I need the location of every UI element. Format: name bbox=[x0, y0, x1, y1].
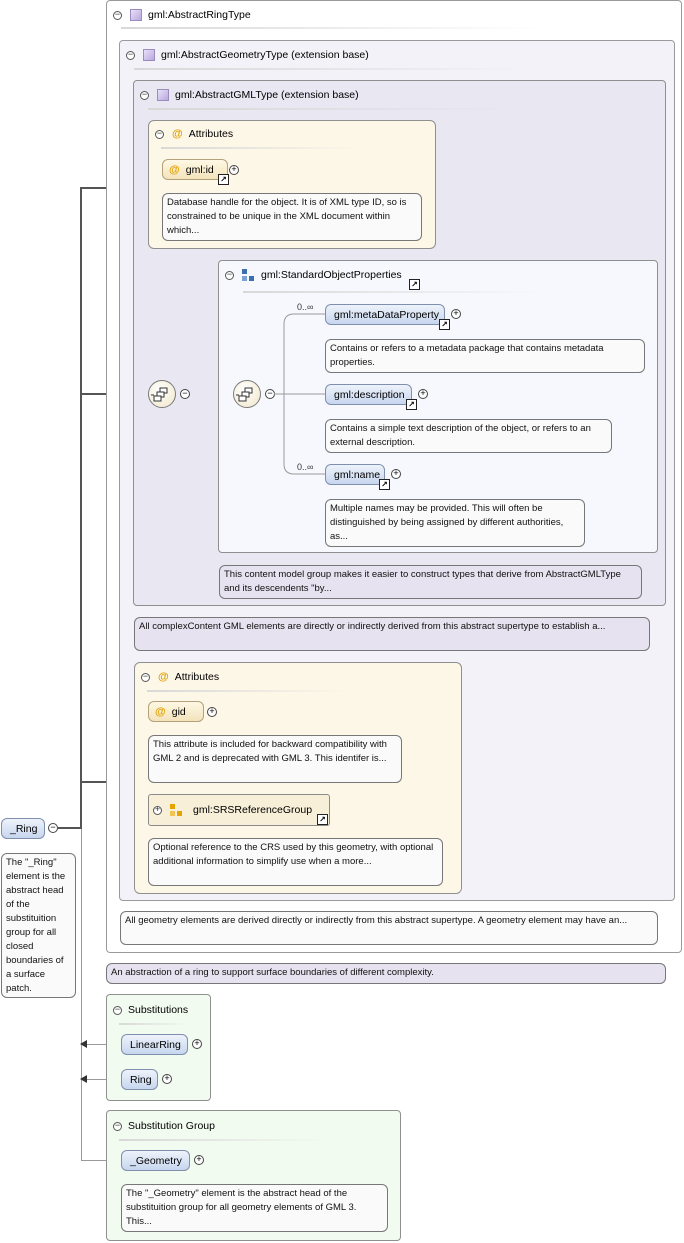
abstract-gml-type-header: − gml:AbstractGMLType (extension base) bbox=[140, 87, 359, 103]
sequence-outer-toggle[interactable]: − bbox=[180, 389, 190, 399]
cardinality-name: 0..∞ bbox=[297, 462, 314, 472]
element-geometry[interactable]: _Geometry bbox=[121, 1150, 190, 1171]
abstract-geometry-type-documentation: All geometry elements are derived direct… bbox=[120, 911, 658, 945]
attribute-group-icon bbox=[170, 803, 183, 817]
element-linearring[interactable]: LinearRing bbox=[121, 1034, 188, 1055]
sequence-symbol-icon bbox=[151, 387, 168, 402]
abstract-gml-type-title: gml:AbstractGMLType (extension base) bbox=[175, 89, 359, 101]
expand-ring[interactable]: + bbox=[162, 1074, 172, 1084]
srs-reference-documentation: Optional reference to the CRS used by th… bbox=[148, 838, 443, 886]
description-documentation: Contains a simple text description of th… bbox=[325, 419, 612, 453]
attribute-group-srs-reference[interactable]: + gml:SRSReferenceGroup bbox=[148, 794, 330, 826]
complex-type-icon bbox=[157, 89, 169, 101]
attributes2-title: Attributes bbox=[174, 671, 220, 683]
connector-root-vertical bbox=[80, 188, 82, 829]
element-metadata-property[interactable]: gml:metaDataProperty bbox=[325, 304, 445, 325]
sequence-symbol-icon bbox=[236, 387, 253, 402]
reference-arrow-icon: ↗ bbox=[409, 279, 420, 290]
complex-type-icon bbox=[143, 49, 155, 61]
gml-type-collapse-toggle[interactable]: − bbox=[140, 89, 149, 100]
connector-to-ring bbox=[86, 1079, 120, 1080]
substitution-group-collapse-toggle[interactable]: − bbox=[113, 1120, 122, 1131]
substitutions-header: − Substitutions bbox=[113, 1002, 188, 1018]
sequence-icon-inner[interactable] bbox=[233, 380, 261, 408]
cardinality-metadata: 0..∞ bbox=[297, 302, 314, 312]
element-name[interactable]: gml:name bbox=[325, 464, 385, 485]
substitutions-title: Substitutions bbox=[128, 1004, 189, 1016]
substitutions-collapse-toggle[interactable]: − bbox=[113, 1004, 122, 1015]
abstract-geometry-type-header: − gml:AbstractGeometryType (extension ba… bbox=[126, 47, 369, 63]
connector-root-horizontal bbox=[58, 827, 82, 829]
sequence-icon-outer[interactable] bbox=[148, 380, 176, 408]
name-documentation: Multiple names may be provided. This wil… bbox=[325, 499, 585, 547]
root-collapse-toggle[interactable]: − bbox=[48, 823, 58, 833]
abstract-ring-type-header: − gml:AbstractRingType bbox=[113, 7, 251, 23]
gml-id-documentation: Database handle for the object. It is of… bbox=[162, 193, 422, 241]
ring-type-collapse-toggle[interactable]: − bbox=[113, 9, 122, 20]
connector-subst-vertical bbox=[81, 829, 82, 1160]
arrowhead-ring bbox=[80, 1075, 87, 1083]
gid-documentation: This attribute is included for backward … bbox=[148, 735, 402, 783]
attribute-icon: @ bbox=[169, 163, 180, 176]
reference-arrow-icon: ↗ bbox=[317, 814, 328, 825]
substitution-group-header: − Substitution Group bbox=[113, 1118, 215, 1134]
standard-object-properties-documentation: This content model group makes it easier… bbox=[219, 565, 642, 599]
expand-geometry[interactable]: + bbox=[194, 1155, 204, 1165]
expand-metadata-property[interactable]: + bbox=[451, 309, 461, 319]
abstract-geometry-type-title: gml:AbstractGeometryType (extension base… bbox=[161, 49, 369, 61]
root-documentation: The "_Ring" element is the abstract head… bbox=[1, 853, 76, 998]
reference-arrow-icon: ↗ bbox=[218, 174, 229, 185]
substitution-group-title: Substitution Group bbox=[128, 1120, 215, 1132]
reference-arrow-icon: ↗ bbox=[406, 399, 417, 410]
abstract-gml-type-documentation: All complexContent GML elements are dire… bbox=[134, 617, 650, 651]
geometry-documentation: The "_Geometry" element is the abstract … bbox=[121, 1184, 388, 1232]
metadata-property-documentation: Contains or refers to a metadata package… bbox=[325, 339, 645, 373]
geometry-type-collapse-toggle[interactable]: − bbox=[126, 49, 135, 60]
standard-object-properties-header: − gml:StandardObjectProperties bbox=[225, 267, 402, 283]
abstract-ring-type-documentation: An abstraction of a ring to support surf… bbox=[106, 963, 666, 984]
expand-gml-id[interactable]: + bbox=[229, 165, 239, 175]
reference-arrow-icon: ↗ bbox=[439, 319, 450, 330]
attributes-collapse-toggle[interactable]: − bbox=[155, 128, 164, 139]
element-description[interactable]: gml:description bbox=[325, 384, 412, 405]
connector-to-linearring bbox=[86, 1044, 120, 1045]
attributes-header: − @ Attributes bbox=[155, 126, 233, 142]
standard-props-collapse-toggle[interactable]: − bbox=[225, 269, 234, 280]
abstract-ring-type-title: gml:AbstractRingType bbox=[148, 9, 251, 21]
sequence-branches bbox=[274, 313, 326, 475]
attribute-gml-id[interactable]: @ gml:id bbox=[162, 159, 228, 180]
attribute-gid[interactable]: @ gid bbox=[148, 701, 204, 722]
expand-name[interactable]: + bbox=[391, 469, 401, 479]
attribute-icon: @ bbox=[158, 671, 169, 683]
element-ring[interactable]: Ring bbox=[121, 1069, 158, 1090]
root-element-ring[interactable]: _Ring bbox=[1, 818, 45, 839]
expand-description[interactable]: + bbox=[418, 389, 428, 399]
root-element-label: _Ring bbox=[10, 822, 38, 835]
connector-to-geometry bbox=[81, 1160, 121, 1161]
attributes-title: Attributes bbox=[188, 128, 234, 140]
reference-arrow-icon: ↗ bbox=[379, 479, 390, 490]
attribute-icon: @ bbox=[172, 128, 183, 140]
standard-object-properties-title: gml:StandardObjectProperties bbox=[261, 269, 402, 281]
complex-type-icon bbox=[130, 9, 142, 21]
arrowhead-linearring bbox=[80, 1040, 87, 1048]
attributes2-collapse-toggle[interactable]: − bbox=[141, 671, 150, 682]
srs-group-expand-toggle[interactable]: + bbox=[153, 804, 162, 815]
expand-linearring[interactable]: + bbox=[192, 1039, 202, 1049]
expand-gid[interactable]: + bbox=[207, 707, 217, 717]
attributes-header: − @ Attributes bbox=[141, 669, 219, 685]
group-icon bbox=[242, 268, 255, 282]
attribute-icon: @ bbox=[155, 705, 166, 718]
